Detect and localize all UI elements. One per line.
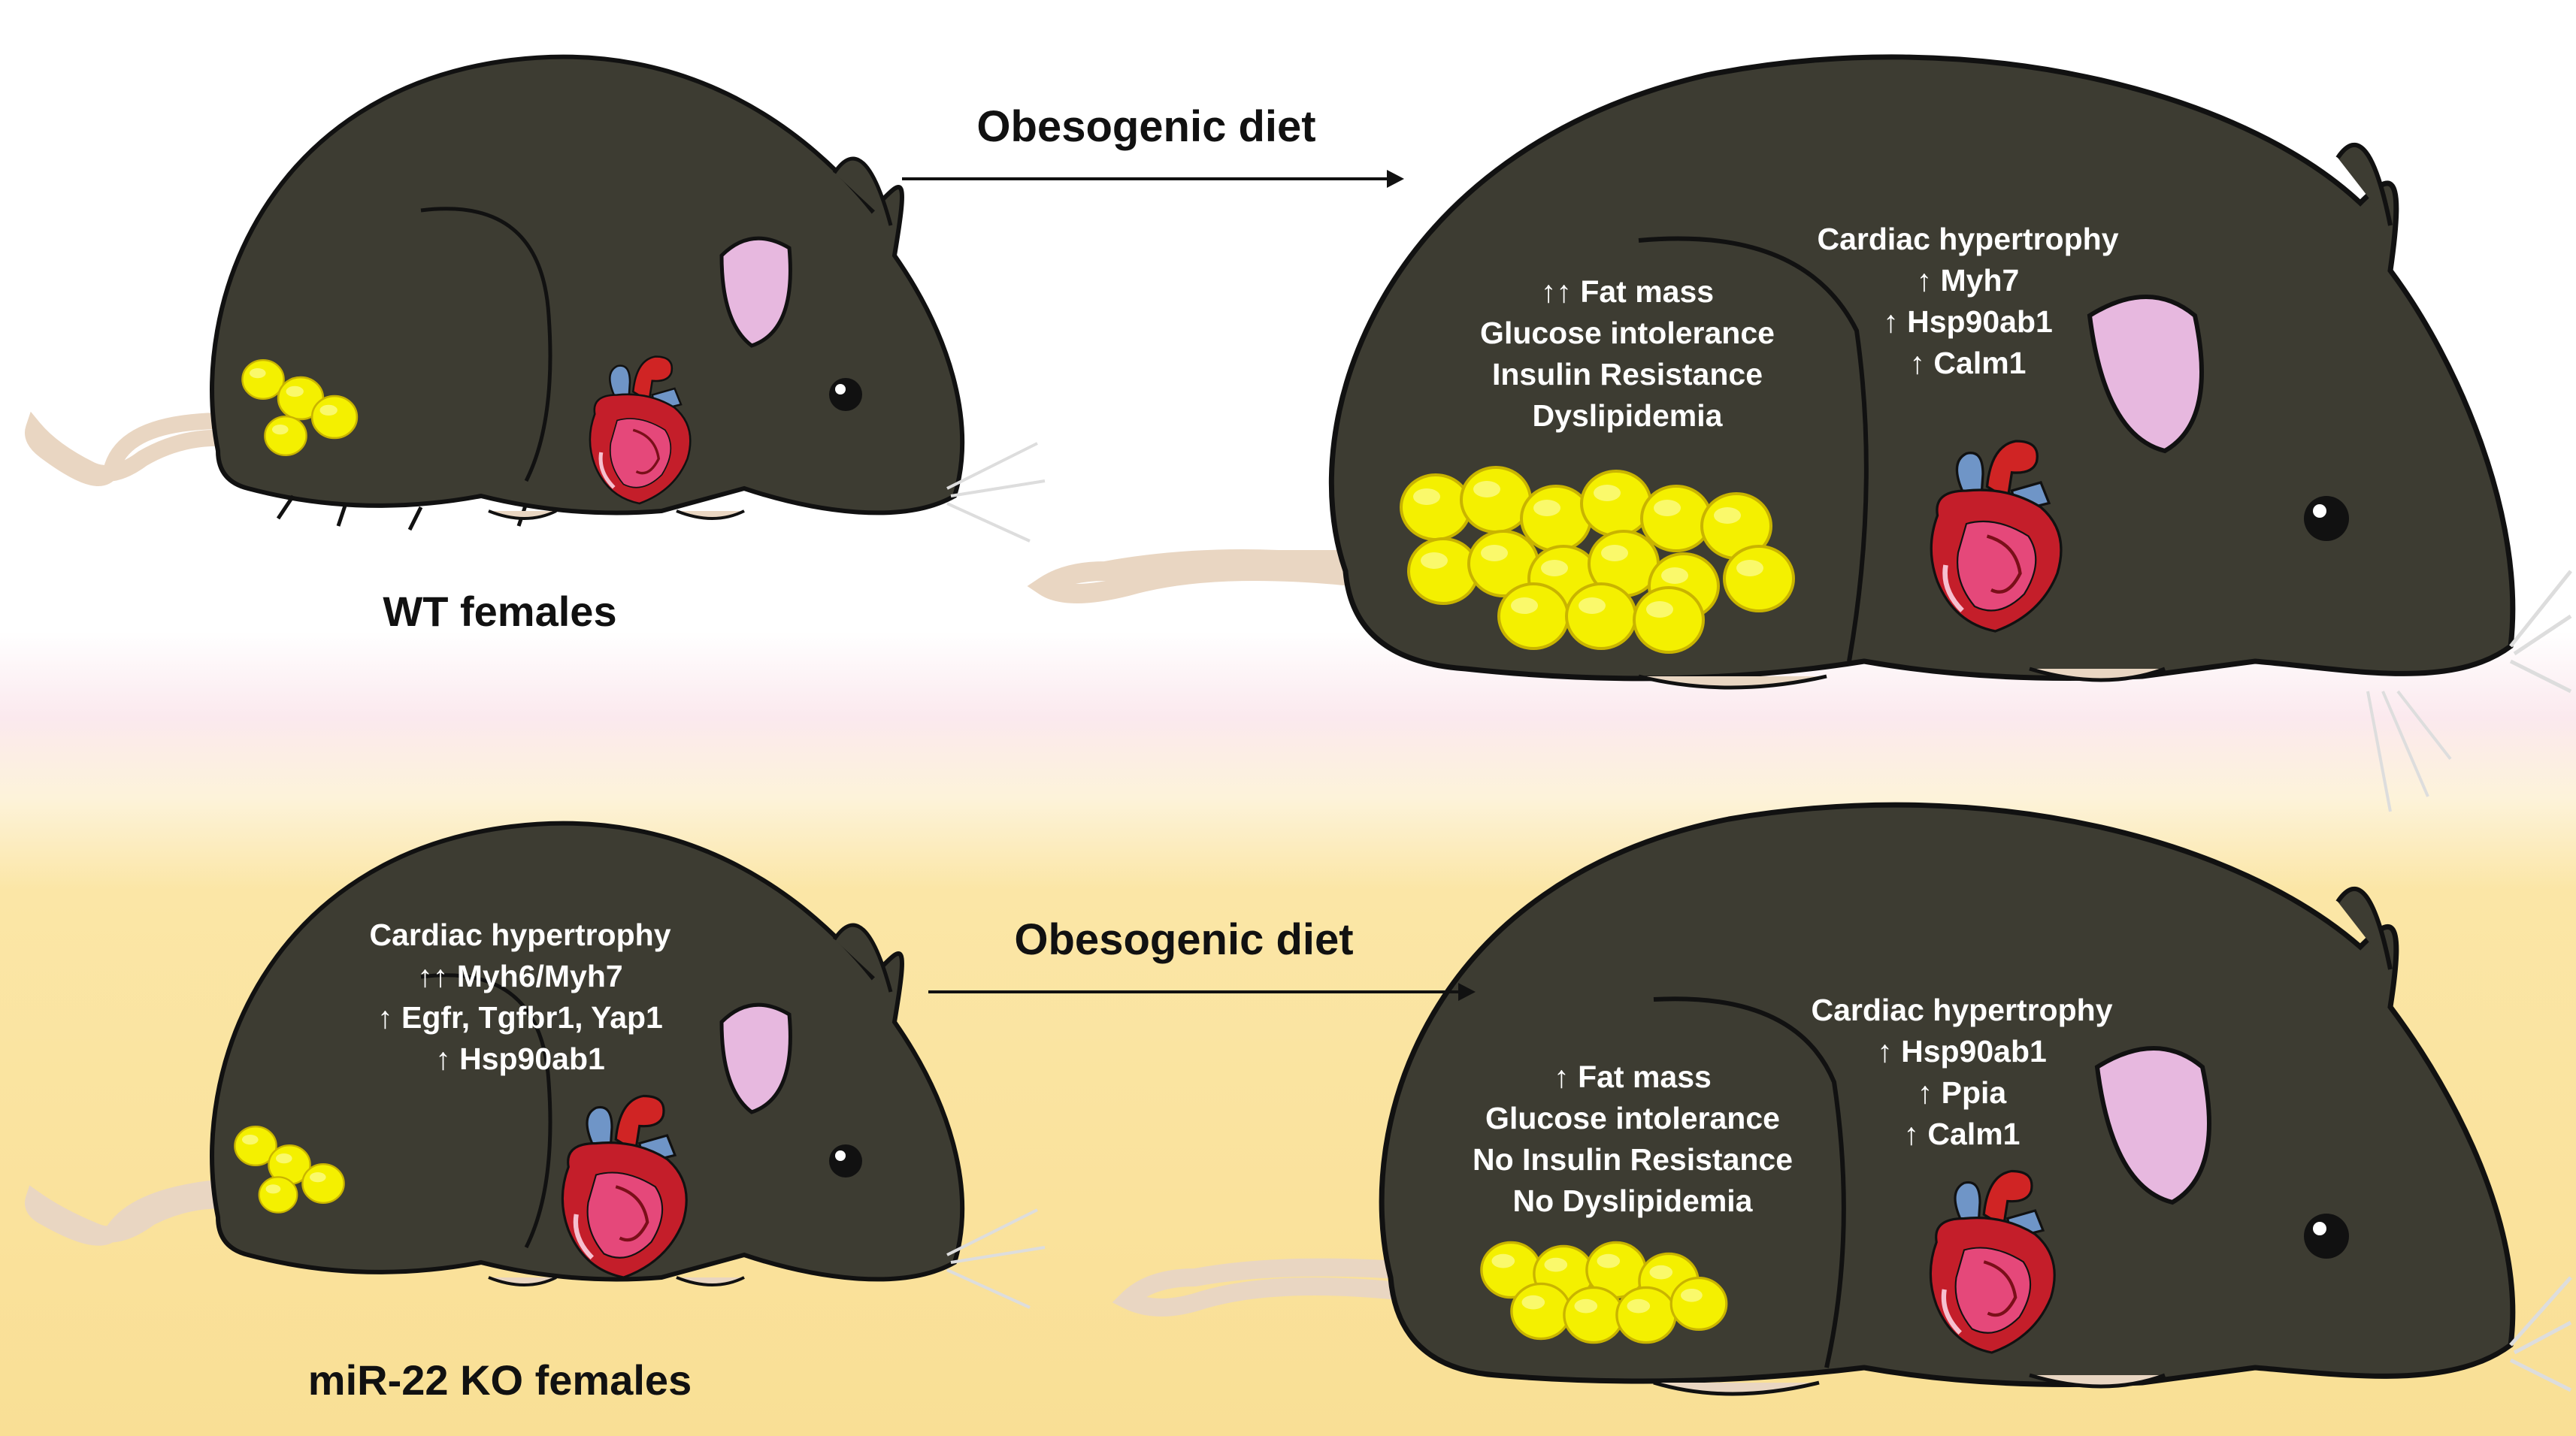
ko-insulin-line: No Insulin Resistance <box>1473 1142 1793 1177</box>
ko-obese-metabolic-text: ↑ Fat mass Glucose intolerance No Insuli… <box>1473 1060 1793 1218</box>
ko-obese-calm1-line: ↑ Calm1 <box>1904 1117 2021 1151</box>
wt-calm1-line: ↑ Calm1 <box>1910 346 2027 380</box>
mouse-icon-ko-obese <box>1112 802 2572 1396</box>
ko-obese-cardiac-text: Cardiac hypertrophy ↑ Hsp90ab1 ↑ Ppia ↑ … <box>1812 993 2113 1151</box>
wt-myh7-line: ↑ Myh7 <box>1917 263 2020 298</box>
ko-obese-hypertrophy-line: Cardiac hypertrophy <box>1812 993 2113 1027</box>
ko-group-label: miR-22 KO females <box>308 1356 692 1404</box>
wt-group-label: WT females <box>383 588 616 635</box>
wt-obese-metabolic-text: ↑↑ Fat mass Glucose intolerance Insulin … <box>1480 274 1775 433</box>
wt-fat-mass-line: ↑↑ Fat mass <box>1541 274 1714 309</box>
wt-obese-cardiac-text: Cardiac hypertrophy ↑ Myh7 ↑ Hsp90ab1 ↑ … <box>1818 222 2119 380</box>
ko-lean-myh6-line: ↑↑ Myh6/Myh7 <box>417 959 622 993</box>
wt-hsp90ab1-line: ↑ Hsp90ab1 <box>1883 304 2053 339</box>
bottom-arrow-label: Obesogenic diet <box>1014 915 1353 964</box>
ko-fat-mass-line: ↑ Fat mass <box>1554 1060 1712 1094</box>
ko-obese-hsp90ab1-line: ↑ Hsp90ab1 <box>1877 1034 2047 1069</box>
ko-glucose-line: Glucose intolerance <box>1485 1101 1780 1135</box>
wt-insulin-line: Insulin Resistance <box>1492 357 1763 391</box>
wt-glucose-line: Glucose intolerance <box>1480 316 1775 350</box>
wt-dyslipidemia-line: Dyslipidemia <box>1533 398 1724 433</box>
arrow-right-icon-top <box>902 170 1404 188</box>
arrow-right-icon-bottom <box>928 983 1476 1001</box>
mouse-icon-wt-lean <box>25 54 1046 543</box>
ko-dyslipidemia-line: No Dyslipidemia <box>1513 1184 1754 1218</box>
wt-cardiac-hypertrophy-line: Cardiac hypertrophy <box>1818 222 2119 256</box>
ko-lean-cardiac-text: Cardiac hypertrophy ↑↑ Myh6/Myh7 ↑ Egfr,… <box>370 918 671 1076</box>
ko-lean-hsp90ab1-line: ↑ Hsp90ab1 <box>435 1041 605 1076</box>
top-arrow-label: Obesogenic diet <box>976 102 1315 151</box>
mouse-icon-ko-lean <box>25 821 1046 1309</box>
ko-lean-egfr-line: ↑ Egfr, Tgfbr1, Yap1 <box>377 1000 663 1035</box>
ko-lean-hypertrophy-line: Cardiac hypertrophy <box>370 918 671 952</box>
ko-obese-ppia-line: ↑ Ppia <box>1918 1075 2008 1110</box>
